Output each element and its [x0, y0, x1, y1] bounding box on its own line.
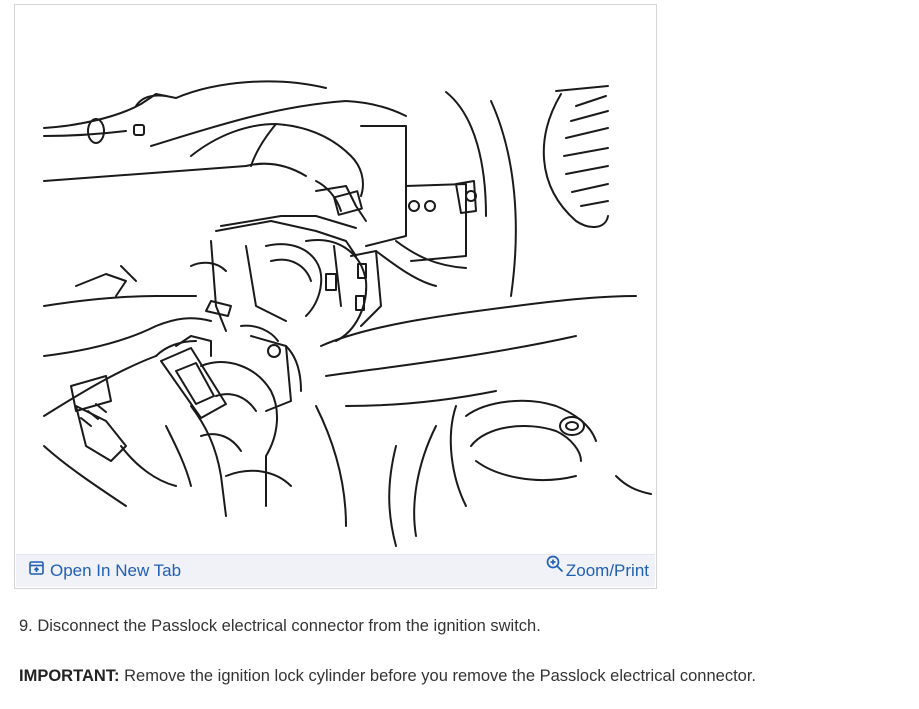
figure-container: Open In New Tab Zoom/Print [14, 4, 657, 589]
open-in-new-tab-link[interactable]: Open In New Tab [29, 555, 181, 587]
open-new-tab-icon [29, 554, 44, 586]
open-in-new-tab-label: Open In New Tab [50, 561, 182, 580]
zoom-print-label: Zoom/Print [565, 561, 649, 580]
zoom-print-link[interactable]: Zoom/Print [546, 555, 649, 587]
step-instruction: 9. Disconnect the Passlock electrical co… [19, 617, 541, 635]
ignition-switch-diagram [16, 6, 655, 556]
zoom-in-icon [546, 552, 564, 584]
figure-toolbar: Open In New Tab Zoom/Print [16, 554, 655, 587]
important-text: Remove the ignition lock cylinder before… [124, 667, 757, 685]
important-label: IMPORTANT: [19, 667, 120, 685]
important-note: IMPORTANT: Remove the ignition lock cyli… [19, 667, 756, 686]
